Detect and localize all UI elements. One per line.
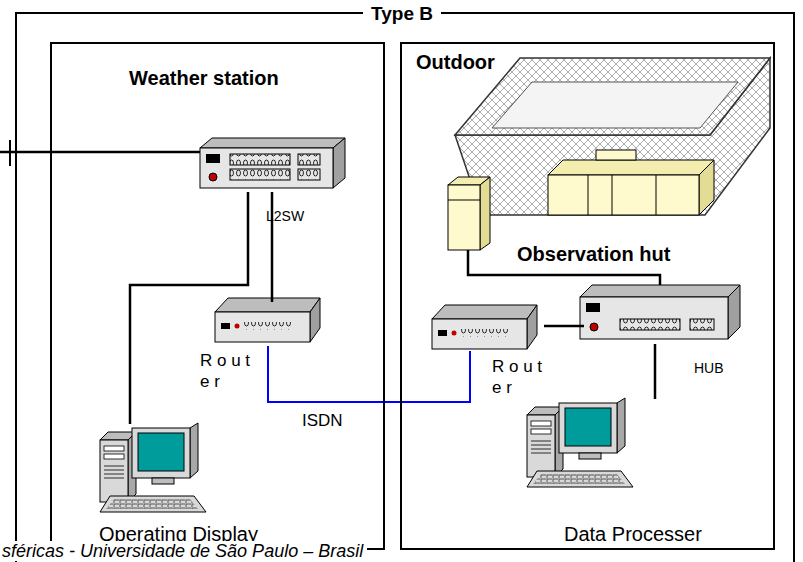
router-device: R o u t e r: [436, 309, 544, 351]
area-heading: Outdoor: [416, 50, 495, 74]
network-cable: [130, 192, 248, 424]
isdn-line: [268, 346, 470, 402]
computer-device: Operating Display: [102, 424, 212, 516]
station-box: Weather stationL2SW R o u t e r Operating …: [50, 42, 385, 550]
hut-box: OutdoorObservation hut R o u t e r HUB Data…: [400, 42, 775, 550]
edge-label: ISDN: [300, 411, 345, 431]
computer-device: Data Processer: [529, 399, 669, 504]
network-cable: [544, 325, 584, 328]
box-heading: Observation hut: [517, 242, 670, 266]
switch-device: L2SW: [204, 142, 349, 192]
device-label: L2SW: [266, 208, 304, 225]
router-device: R o u t e r: [219, 302, 324, 346]
box-heading: Weather station: [129, 66, 279, 90]
network-cable: [654, 344, 657, 399]
device-label: R o u t e r: [200, 350, 252, 393]
device-label: HUB: [694, 360, 724, 377]
device-label: Data Processer: [564, 522, 702, 546]
frame-title: Type B: [363, 3, 441, 26]
hub-device: HUB: [584, 289, 744, 344]
device-label: R o u t e r: [492, 356, 544, 399]
outer-frame: Type BWeather stationL2SWR o u t e rOper…: [15, 12, 795, 562]
caption-text: sféricas - Universidade de São Paulo – B…: [2, 541, 367, 561]
